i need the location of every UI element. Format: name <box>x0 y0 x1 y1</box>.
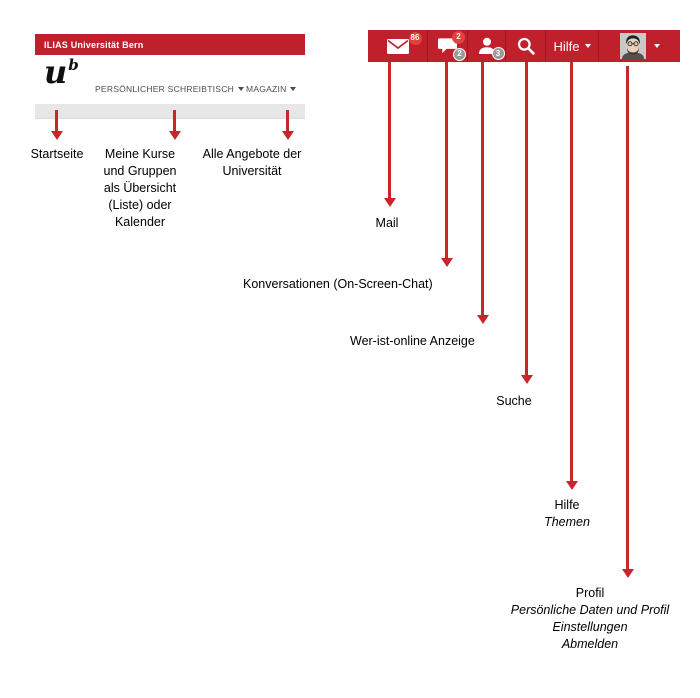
magnifier-icon <box>517 37 535 55</box>
conversations-button[interactable]: 2 2 <box>428 30 468 62</box>
annotation-search: Suche <box>496 394 532 408</box>
arrow-head <box>565 481 578 490</box>
help-menu-button[interactable]: Hilfe <box>546 30 599 62</box>
arrow-head <box>50 131 63 140</box>
annotation-magazin: Alle Angebote der Universität <box>202 147 302 178</box>
unibe-logo[interactable]: ub <box>44 56 79 88</box>
annotation-help-sub: Themen <box>544 515 590 529</box>
arrow-head <box>383 198 396 207</box>
user-avatar-photo <box>619 33 646 59</box>
annotation-profile-line: Abmelden <box>561 637 619 651</box>
ilias-top-toolbar: 86 2 2 3 <box>368 30 680 62</box>
annotation-profile: Profil Persönliche Daten und Profil Eins… <box>487 585 693 653</box>
chevron-down-icon <box>237 87 244 91</box>
annotation-conversations: Konversationen (On-Screen-Chat) <box>243 277 433 291</box>
profile-menu-button[interactable] <box>599 30 680 62</box>
annotation-arrow-magazin <box>281 110 294 140</box>
chevron-down-icon <box>653 44 660 48</box>
annotation-who-is-online: Wer-ist-online Anzeige <box>350 334 475 348</box>
annotation-arrow-schreibtisch <box>168 110 181 140</box>
ilias-titlebar: ILIAS Universität Bern <box>35 34 305 55</box>
annotation-help: Hilfe Themen <box>528 497 606 531</box>
help-label: Hilfe <box>553 38 580 54</box>
arrow-head <box>440 258 453 267</box>
annotation-arrow-search <box>520 62 533 384</box>
annotation-profile-line: Einstellungen <box>552 620 628 634</box>
annotation-arrow-conversations <box>440 62 453 267</box>
speech-bubble-icon-svg <box>438 37 457 53</box>
arrow-shaft <box>525 62 528 375</box>
chevron-down-icon <box>584 44 591 48</box>
arrow-shaft <box>445 62 448 258</box>
ilias-title: ILIAS Universität Bern <box>44 39 144 50</box>
arrow-head <box>168 131 181 140</box>
annotation-arrow-who-is-online <box>476 62 489 324</box>
nav-item-persoenlicher-schreibtisch[interactable]: PERSÖNLICHER SCHREIBTISCH <box>95 84 244 94</box>
speech-bubble-icon: 2 2 <box>438 30 466 61</box>
annotation-arrow-help <box>565 62 578 490</box>
envelope-icon: 86 <box>386 31 422 54</box>
annotation-arrow-startseite <box>50 110 63 140</box>
chat-unread-badge: 2 <box>452 30 465 44</box>
annotation-profile-title: Profil <box>575 586 605 600</box>
online-count-badge: 3 <box>491 47 505 60</box>
arrow-shaft <box>55 110 58 131</box>
nav-item-label: PERSÖNLICHER SCHREIBTISCH <box>95 84 234 94</box>
arrow-shaft <box>481 62 484 315</box>
nav-underbar <box>35 104 305 119</box>
arrow-head <box>621 569 634 578</box>
mail-button[interactable]: 86 <box>368 30 428 62</box>
chat-rooms-badge: 2 <box>453 47 466 61</box>
search-button[interactable] <box>506 30 546 62</box>
annotation-schreibtisch: Meine Kurse und Gruppen als Übersicht (L… <box>103 147 177 229</box>
annotation-arrow-profile <box>621 66 634 578</box>
magnifier-icon-svg <box>517 37 535 55</box>
arrow-head <box>281 131 294 140</box>
chevron-down-icon <box>290 87 297 91</box>
annotation-help-title: Hilfe <box>554 498 580 512</box>
person-icon: 3 <box>478 37 505 60</box>
arrow-shaft <box>626 66 629 569</box>
arrow-shaft <box>570 62 573 481</box>
logo-letter-b: b <box>68 56 79 74</box>
person-icon-svg <box>478 37 495 54</box>
arrow-shaft <box>173 110 176 131</box>
nav-item-magazin[interactable]: MAGAZIN <box>246 84 297 94</box>
annotation-profile-line: Persönliche Daten und Profil <box>510 603 670 617</box>
logo-letter-u: u <box>44 53 68 91</box>
who-is-online-button[interactable]: 3 <box>468 30 506 62</box>
nav-item-label: MAGAZIN <box>246 84 287 94</box>
annotation-startseite: Startseite <box>30 147 84 161</box>
mail-count-badge: 86 <box>408 31 422 45</box>
arrow-head <box>520 375 533 384</box>
annotation-arrow-mail <box>383 62 396 207</box>
user-avatar <box>619 33 646 59</box>
annotation-mail: Mail <box>375 216 399 230</box>
arrow-shaft <box>286 110 289 131</box>
envelope-icon-svg <box>386 38 409 54</box>
arrow-shaft <box>388 62 391 198</box>
arrow-head <box>476 315 489 324</box>
